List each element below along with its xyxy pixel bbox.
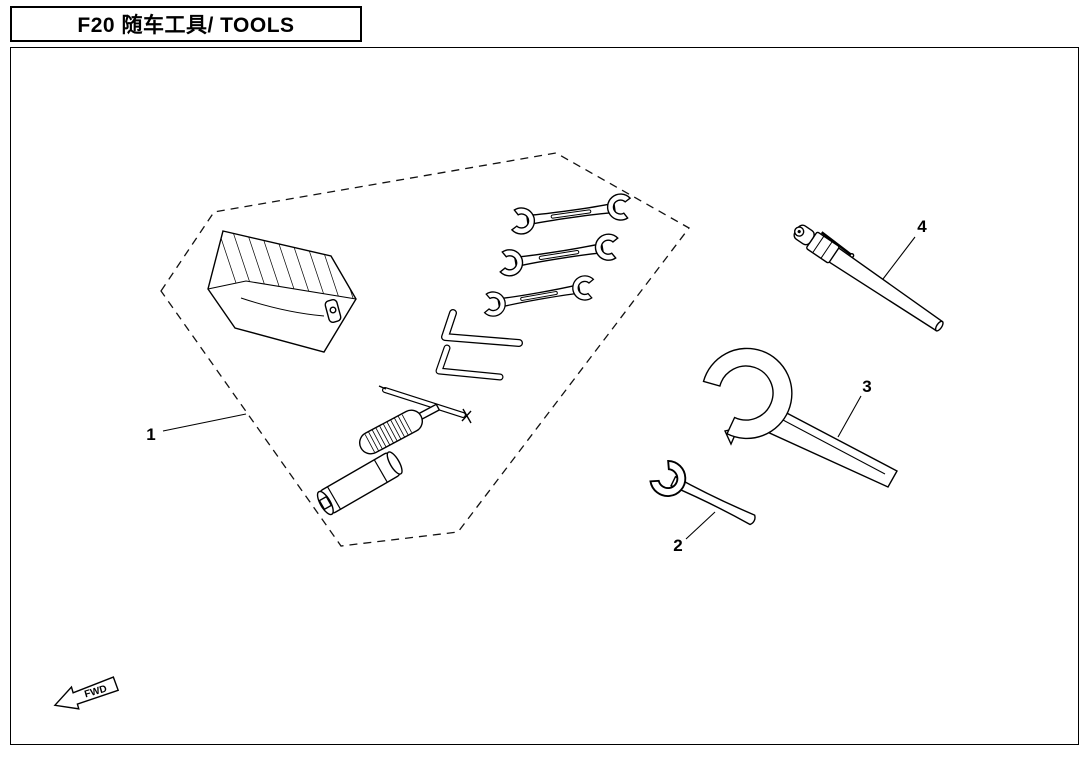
leader-line-4: [882, 236, 916, 280]
leader-line-3: [837, 395, 862, 438]
screwdriver-rod: [378, 385, 472, 424]
callout-label-2: 2: [673, 536, 682, 555]
diagram-frame: 1 2 3 4 FWD: [10, 47, 1079, 745]
socket-square-drive: [318, 495, 333, 511]
leader-line-1: [162, 413, 247, 432]
callout-label-3: 3: [862, 377, 871, 396]
callout-4: 4: [882, 217, 927, 280]
callout-2: 2: [673, 511, 716, 555]
hex-key-large: [441, 309, 523, 347]
leader-line-2: [685, 511, 716, 540]
tools-diagram: 1 2 3 4 FWD: [53, 152, 944, 710]
callout-label-4: 4: [917, 217, 927, 236]
tire-pressure-gauge: [793, 224, 944, 332]
title-box: F20 随车工具/ TOOLS: [10, 6, 362, 42]
gauge-pocket-clip: [820, 231, 853, 257]
fwd-arrow-icon: [53, 676, 120, 710]
double-open-end-wrench-2: [496, 230, 622, 281]
spark-plug-socket: [316, 451, 403, 516]
tool-kit-dashed-outline: [160, 152, 690, 547]
double-open-end-wrench-1: [508, 190, 634, 239]
fwd-indicator: FWD: [53, 676, 120, 710]
open-end-wrench: [646, 456, 756, 526]
tool-bag: [207, 230, 357, 353]
callout-1: 1: [146, 413, 247, 444]
screwdriver-handle: [358, 403, 441, 455]
hook-spanner: [702, 347, 898, 488]
double-open-end-wrench-3: [480, 272, 598, 321]
callout-3: 3: [837, 377, 872, 438]
callout-label-1: 1: [146, 425, 155, 444]
hex-key-small: [435, 344, 504, 381]
bag-snap-button: [329, 306, 337, 314]
page-title: F20 随车工具/ TOOLS: [77, 14, 295, 37]
